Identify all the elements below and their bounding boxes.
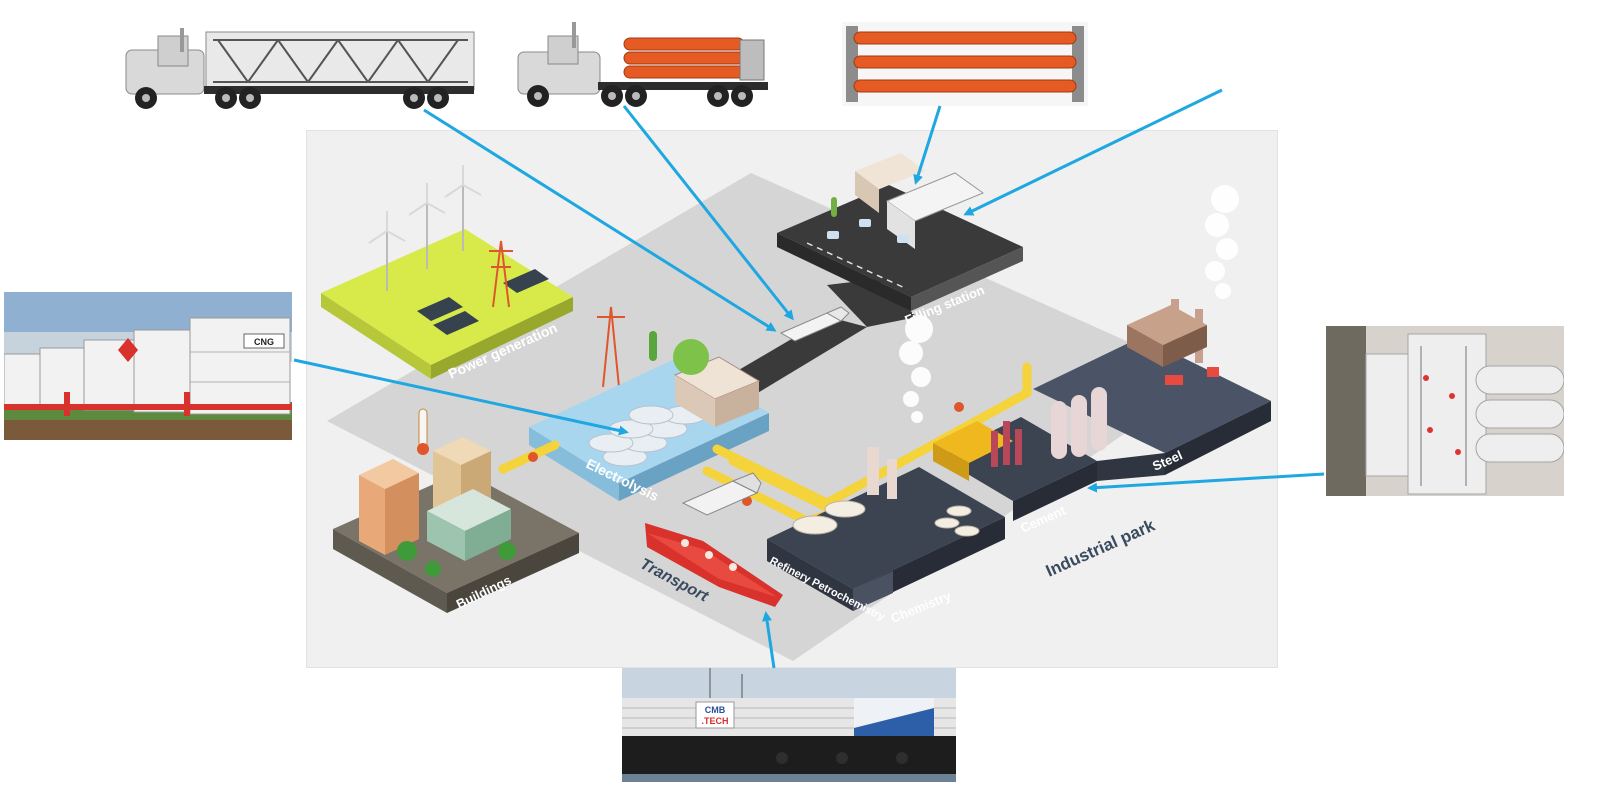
buildings-platform: Buildings — [333, 408, 579, 613]
barge-logo-line2: .TECH — [702, 716, 729, 726]
vertical-storage-photo — [1326, 326, 1564, 496]
barge-logo-line1: CMB — [705, 705, 726, 715]
industrial-park: Refinery Petrochemistry Chemistry Cement… — [767, 185, 1271, 626]
cng-badge-text: CNG — [254, 337, 274, 347]
chemistry-label: Chemistry — [889, 588, 954, 626]
orange-trailer-photo — [512, 18, 780, 112]
cng-storage-photo: CNG — [4, 292, 292, 440]
electrolysis-platform: Electrolysis — [529, 331, 769, 504]
cylinder-bundle-photo — [842, 22, 1088, 106]
tube-trailer-photo — [118, 22, 480, 112]
road-tanker-truck — [779, 306, 850, 342]
industrial-park-label: Industrial park — [1043, 515, 1158, 580]
filling-station-platform: Filling station — [777, 153, 1023, 328]
barge-photo: CMB .TECH — [622, 668, 956, 782]
isometric-hydrogen-map: Power generation Electrolysis — [306, 130, 1278, 668]
